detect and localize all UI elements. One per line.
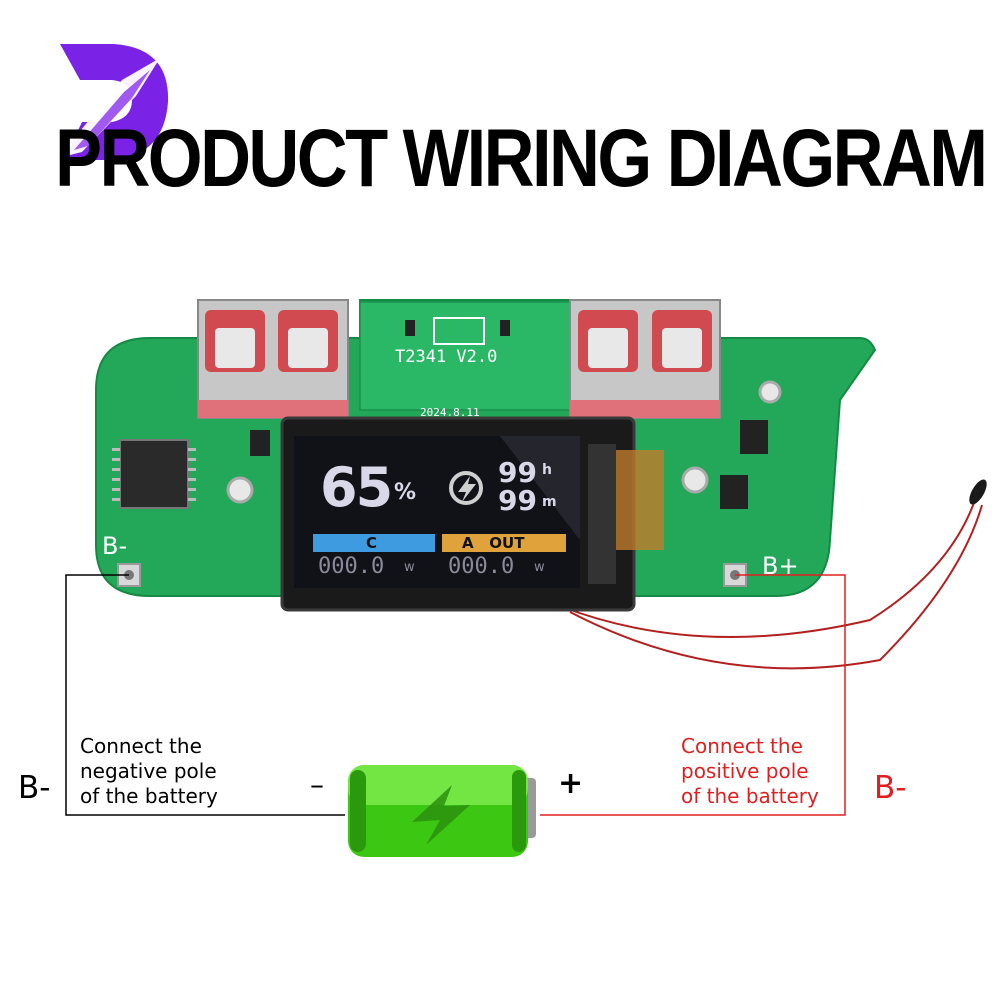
brand-logo-icon bbox=[58, 44, 169, 160]
pad-right-label: B+ bbox=[762, 552, 799, 580]
lcd-percent-sign: % bbox=[394, 480, 417, 505]
lcd-readout-right-unit: w bbox=[534, 560, 545, 575]
lcd-readout-right: 000.0 bbox=[448, 554, 515, 579]
negative-pole-description: Connect the negative pole of the battery bbox=[80, 734, 218, 808]
negative-wire bbox=[65, 574, 345, 816]
left-pole-label: B- bbox=[18, 770, 51, 806]
lcd-readout-left-unit: w bbox=[404, 560, 415, 575]
usb-port-right bbox=[569, 299, 721, 419]
charging-icon bbox=[449, 471, 483, 505]
positive-wire bbox=[540, 574, 846, 816]
pad-left-label: B- bbox=[102, 532, 128, 560]
lcd-hours: 99 bbox=[498, 456, 537, 489]
lcd-minutes-unit: m bbox=[542, 494, 557, 510]
battery-plus-sign: + bbox=[558, 766, 584, 801]
temperature-sensor bbox=[969, 479, 987, 505]
right-pole-label: B- bbox=[874, 770, 907, 806]
lcd-minutes: 99 bbox=[498, 484, 537, 517]
board-model-label: T2341 V2.0 bbox=[395, 347, 498, 367]
lcd-battery-percent: 65 bbox=[320, 456, 393, 519]
positive-pole-description: Connect the positive pole of the battery bbox=[681, 734, 819, 808]
battery-minus-sign: – bbox=[310, 768, 324, 801]
lcd-hours-unit: h bbox=[542, 462, 552, 478]
lcd-bar-right: A OUT bbox=[462, 534, 525, 552]
battery-icon bbox=[348, 765, 536, 857]
microcontroller-chip bbox=[119, 439, 189, 509]
lcd-bar-left: C bbox=[366, 534, 378, 552]
lcd-readout-left: 000.0 bbox=[318, 554, 385, 579]
usb-port-left bbox=[197, 299, 349, 419]
board-date-label: 2024.8.11 bbox=[420, 406, 480, 419]
